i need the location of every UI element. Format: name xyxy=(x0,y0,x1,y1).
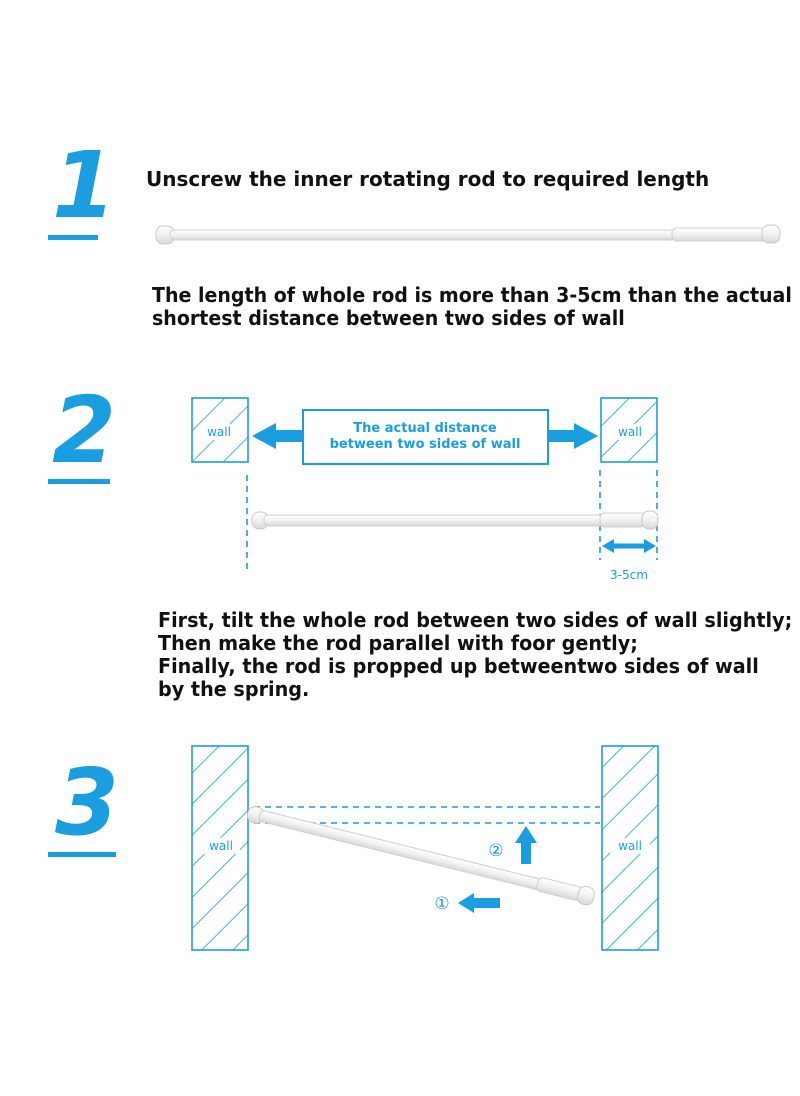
step-1-note: The length of whole rod is more than 3-5… xyxy=(152,284,792,330)
wall-left-2-label: wall xyxy=(207,425,231,439)
step-1-title: Unscrew the inner rotating rod to requir… xyxy=(146,167,710,191)
arrow-right-2 xyxy=(548,423,598,449)
arrow-up-3 xyxy=(515,826,537,864)
rod-1 xyxy=(155,224,781,245)
wall-left-3-label: wall xyxy=(209,839,233,853)
step-number-2-underline xyxy=(48,479,110,484)
arrow-left-2 xyxy=(252,423,303,449)
step-number-1: 1 xyxy=(52,132,117,239)
gap-arrow xyxy=(602,539,656,553)
wall-right-2 xyxy=(600,397,658,463)
step-2-instructions: First, tilt the whole rod between two si… xyxy=(158,609,792,701)
step-number-3-underline xyxy=(48,852,116,857)
arrow-left-3 xyxy=(458,893,500,913)
distance-line-1: The actual distance xyxy=(353,421,497,436)
step-number-1-underline xyxy=(48,235,98,240)
wall-right-2-label: wall xyxy=(618,425,642,439)
wall-right-3 xyxy=(601,745,659,951)
step-2-instruction-line-3: Finally, the rod is propped up betweentw… xyxy=(158,654,759,678)
step-number-3: 3 xyxy=(55,749,120,856)
step-1-note-line-1: The length of whole rod is more than 3-5… xyxy=(152,283,792,307)
marker-two: ② xyxy=(488,841,503,861)
distance-box xyxy=(302,409,549,465)
step-1-note-line-2: shortest distance between two sides of w… xyxy=(152,306,625,330)
step-2-instruction-line-2: Then make the rod parallel with foor gen… xyxy=(158,631,638,655)
rod-3 xyxy=(246,806,595,906)
step-number-2: 2 xyxy=(52,377,117,484)
step-2-instruction-line-1: First, tilt the whole rod between two si… xyxy=(158,608,793,632)
wall-left-2 xyxy=(191,397,249,463)
wall-left-3 xyxy=(191,745,249,951)
gap-label: 3-5cm xyxy=(610,568,648,582)
marker-one: ① xyxy=(434,894,449,914)
distance-line-2: between two sides of wall xyxy=(330,437,521,452)
rod-2 xyxy=(251,510,659,530)
step-2-instruction-line-4: by the spring. xyxy=(158,677,310,701)
wall-right-3-label: wall xyxy=(618,839,642,853)
